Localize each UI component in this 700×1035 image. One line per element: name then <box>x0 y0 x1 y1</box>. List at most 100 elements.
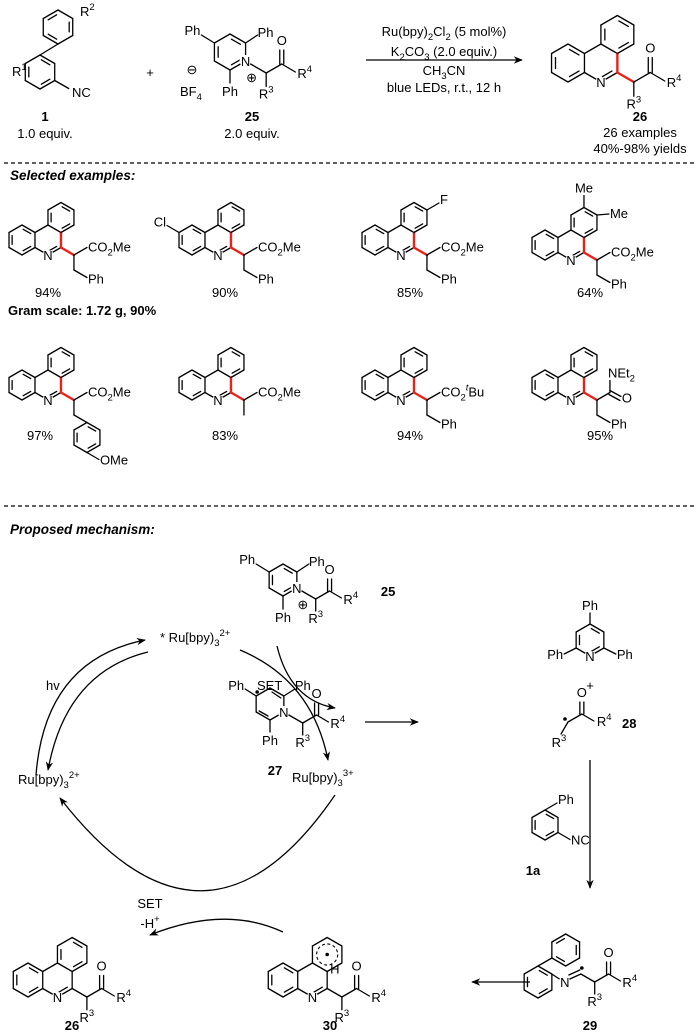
r3-label: R3 <box>295 733 310 750</box>
bond <box>73 421 88 431</box>
bond <box>230 346 245 356</box>
bond <box>27 962 44 973</box>
new-bond <box>616 71 636 84</box>
bond <box>87 443 97 449</box>
bond <box>230 201 245 211</box>
bond <box>22 245 32 252</box>
label-segment: NEt <box>608 366 630 381</box>
r4-label: R4 <box>622 973 637 990</box>
bond <box>191 246 206 256</box>
ester-label: CO2Me <box>88 240 131 259</box>
bond <box>47 224 62 234</box>
bond <box>192 373 202 380</box>
label-segment: 3 <box>268 85 273 96</box>
nitrogen-label: N <box>396 393 405 408</box>
bond <box>596 213 610 216</box>
label-segment: 3 <box>344 1008 349 1019</box>
bond <box>545 233 555 240</box>
bond <box>302 714 318 724</box>
label-segment: 4 <box>632 973 637 984</box>
new-bond <box>229 246 246 257</box>
bond <box>12 987 29 998</box>
decay-arrow <box>45 651 149 771</box>
bond <box>531 391 546 401</box>
label-segment: R <box>116 990 125 1005</box>
bond <box>555 956 566 963</box>
compound-number: 26 <box>65 1018 79 1033</box>
label-segment: 2 <box>630 253 635 264</box>
bond <box>537 965 553 975</box>
nitrogen-label: N <box>292 581 301 596</box>
amide-n-label: NEt2 <box>608 366 635 385</box>
bond <box>557 831 571 841</box>
compound-number: 1 <box>41 109 48 124</box>
label-mask <box>306 992 319 1004</box>
label-segment: 2 <box>277 248 282 259</box>
label-segment: 4 <box>197 92 202 103</box>
label-segment: 3 <box>636 94 641 105</box>
ester-label: CO2tBu <box>441 383 484 404</box>
label-segment: R <box>552 735 561 750</box>
bond <box>8 391 23 401</box>
label-mask <box>239 55 252 67</box>
bond <box>401 245 411 252</box>
ester-label: CO2Me <box>88 385 131 404</box>
bond <box>618 20 630 28</box>
yield-range: 40%-98% yields <box>593 141 687 156</box>
equiv-label: 1.0 equiv. <box>17 126 72 141</box>
r2-label: R2 <box>80 2 95 19</box>
nitrogen-label: N <box>43 393 52 408</box>
bond <box>200 34 216 44</box>
bond <box>400 201 415 211</box>
bond <box>560 721 569 735</box>
bond <box>544 229 559 239</box>
excitation-arrow <box>35 638 146 776</box>
nitrogen-label: N <box>308 990 317 1005</box>
bond <box>71 962 88 973</box>
bond <box>580 973 596 983</box>
bond <box>86 444 101 454</box>
bond <box>341 987 358 998</box>
bond <box>538 988 548 995</box>
bond <box>191 224 206 234</box>
bond <box>47 369 62 379</box>
cation-charge: ⊕ <box>297 597 308 612</box>
bond <box>60 346 75 356</box>
chloro-label: Cl <box>154 215 166 230</box>
bond <box>608 393 621 402</box>
bond <box>609 389 622 398</box>
bond <box>28 986 39 993</box>
isocyanide-label: NC <box>571 833 590 848</box>
ru-excited-state: * Ru[bpy)32+ <box>160 628 231 649</box>
bond <box>375 245 385 252</box>
phenyl-label: Ph <box>262 733 278 748</box>
bond <box>100 987 115 997</box>
label-segment: 4 <box>307 64 312 75</box>
new-bond <box>229 391 246 402</box>
label-segment: 3 <box>561 733 566 744</box>
bond <box>583 369 598 379</box>
bond <box>413 201 428 211</box>
bond <box>584 211 594 217</box>
bond <box>584 228 594 234</box>
label-segment: t <box>466 383 469 394</box>
fluoro-label: F <box>440 192 448 207</box>
phenyl-label: Ph <box>582 598 598 613</box>
label-segment: CO <box>258 240 278 255</box>
nitrogen-label: N <box>213 393 222 408</box>
label-segment: CH <box>423 63 442 78</box>
bond <box>27 987 44 998</box>
bond <box>217 201 232 211</box>
label-segment: 3 <box>338 778 343 789</box>
label-mask <box>211 395 224 407</box>
bond <box>87 426 97 432</box>
bond <box>590 646 600 653</box>
label-segment: R <box>587 994 596 1009</box>
bond <box>616 43 635 55</box>
section-title: Selected examples: <box>10 168 135 183</box>
new-bond <box>412 246 429 257</box>
bond <box>47 14 58 21</box>
label-segment: 2+ <box>69 770 80 781</box>
bond <box>22 390 32 397</box>
bond <box>192 228 202 235</box>
